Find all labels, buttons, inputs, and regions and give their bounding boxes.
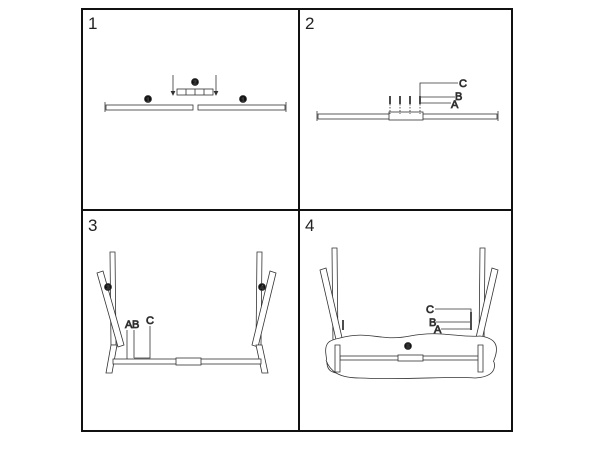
left-front-leg	[319, 267, 344, 345]
step3-drawing: 3 4 A B C	[96, 251, 277, 374]
callout-3: 3	[106, 286, 110, 292]
right-front-leg	[474, 267, 499, 345]
step-number-3: 3	[88, 216, 98, 235]
center-bracket	[388, 111, 424, 121]
callout-2: 2	[193, 81, 197, 87]
step4-drawing: 5 C B A	[319, 247, 499, 379]
center-bracket	[397, 354, 424, 362]
callout-5: 5	[406, 345, 410, 351]
callout-1a: 1	[146, 98, 150, 104]
step2-drawing: C B A	[316, 78, 499, 121]
step-number-2: 2	[305, 14, 315, 33]
right-rail	[197, 104, 286, 111]
label-b: B	[132, 319, 139, 331]
label-a: A	[434, 324, 442, 336]
center-bracket	[175, 357, 202, 366]
step1-drawing: 1 2 1	[104, 75, 287, 112]
step-number-4: 4	[305, 216, 315, 235]
bolts	[389, 96, 421, 104]
panel-divider-vertical	[298, 8, 300, 432]
panel-divider-horizontal	[81, 209, 513, 211]
label-c: C	[146, 315, 154, 327]
label-c: C	[426, 304, 434, 316]
label-c: C	[459, 78, 467, 90]
left-rail	[105, 104, 194, 111]
left-front-leg	[96, 270, 125, 348]
label-a: A	[125, 319, 133, 331]
callout-4: 4	[260, 286, 264, 292]
callout-1b: 1	[241, 98, 245, 104]
right-front-leg	[251, 270, 277, 348]
step-number-1: 1	[88, 14, 98, 33]
instruction-frame	[81, 8, 513, 432]
label-b: B	[455, 91, 462, 103]
label-b: B	[429, 317, 436, 329]
label-a: A	[451, 99, 459, 111]
